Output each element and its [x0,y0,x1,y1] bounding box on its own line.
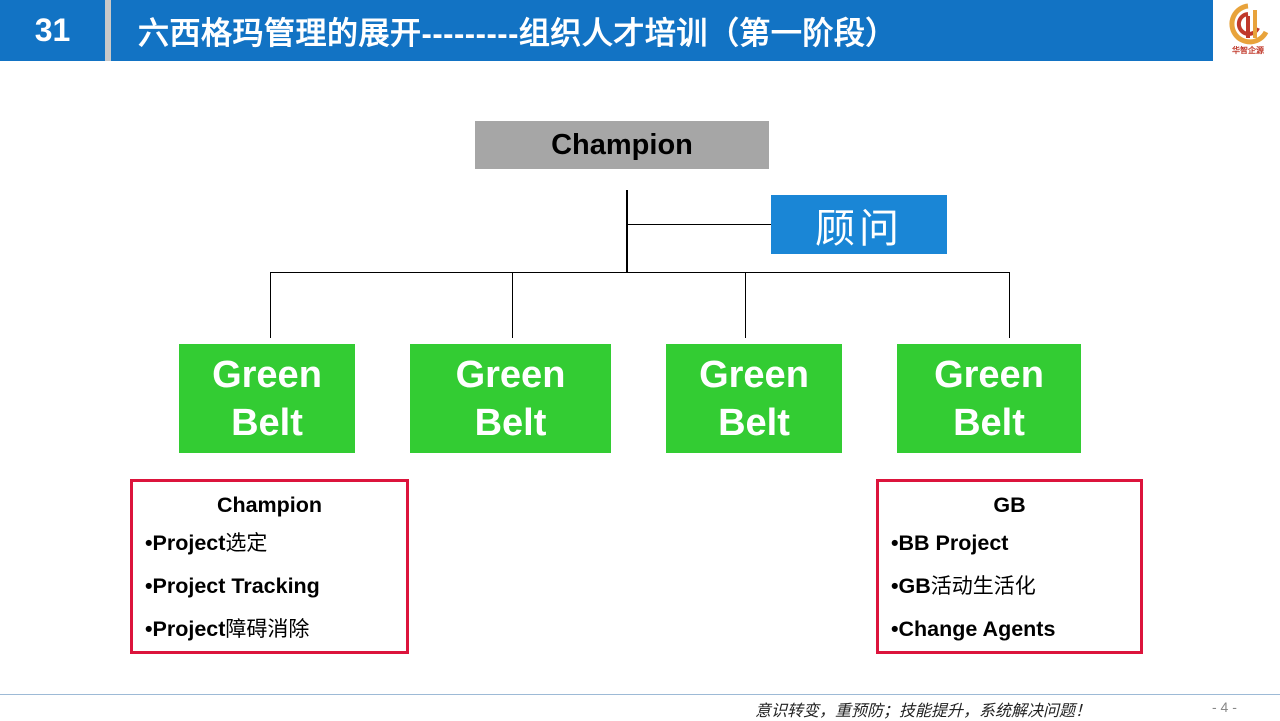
slide-number: 31 [34,12,71,48]
green-belt-line2: Belt [474,401,547,444]
green-belt-node: Green Belt [666,344,842,453]
list-item-cn: 活动生活化 [930,574,1036,598]
champion-node: Champion [475,121,769,169]
green-belt-line1: Green [212,353,322,396]
advisor-node: 顾问 [771,195,947,254]
logo-text: 华智企源 [1232,46,1264,55]
champion-info-heading: Champion [216,493,323,517]
connector-gb2 [512,272,513,338]
list-item: •GB活动生活化 [891,565,1140,608]
list-item: •Change Agents [891,608,1140,651]
gb-info-heading: GB [993,493,1026,517]
connector-gb3 [745,272,746,338]
footer-slogan: 意识转变，重预防；技能提升，系统解决问题！ [755,701,1092,720]
connector-horizontal [270,272,1010,273]
list-item-en: •Change Agents [891,617,1056,641]
list-item: •Project Tracking [145,565,406,608]
green-belt-node: Green Belt [897,344,1081,453]
header-divider [105,0,111,61]
gb-info-box: GB •BB Project •GB活动生活化 •Change Agents [876,479,1143,654]
green-belt-line2: Belt [953,401,1025,444]
list-item-en: •Project [145,531,226,555]
page-number: - 4 - [1212,699,1237,715]
green-belt-node: Green Belt [410,344,611,453]
company-logo-icon [1229,3,1269,45]
champion-info-box: Champion •Project选定 •Project Tracking •P… [130,479,409,654]
list-item-cn: 选定 [225,531,268,555]
green-belt-line1: Green [699,353,809,396]
connector-gb1 [270,272,271,338]
list-item-cn: 障碍消除 [225,617,310,641]
connector-advisor [628,224,771,225]
list-item-en: •Project Tracking [145,574,320,598]
slide-title: 六西格玛管理的展开---------组织人才培训（第一阶段） [138,16,897,51]
list-item: •Project障碍消除 [145,608,406,651]
list-item-en: •Project [145,617,226,641]
green-belt-node: Green Belt [179,344,355,453]
footer-divider [0,694,1280,695]
green-belt-line2: Belt [231,401,303,444]
list-item-en: •GB [891,574,931,598]
green-belt-line1: Green [455,353,566,396]
green-belt-line2: Belt [718,401,790,444]
list-item: •Project选定 [145,522,406,565]
header-bar [0,0,1213,61]
list-item: •BB Project [891,522,1140,565]
list-item-en: •BB Project [891,531,1009,555]
green-belt-line1: Green [934,353,1044,396]
connector-champion-down [626,190,628,273]
connector-gb4 [1009,272,1010,338]
